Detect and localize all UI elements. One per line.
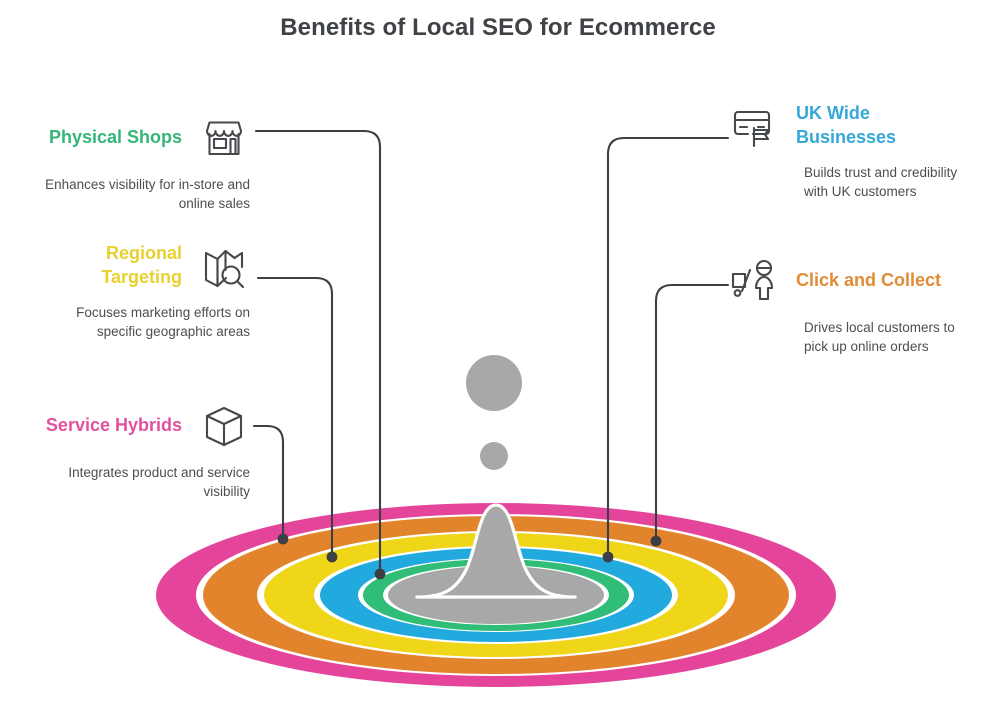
map-search-icon: [204, 249, 245, 289]
ring-center-gray: [388, 566, 604, 624]
small-orb: [480, 442, 508, 470]
card-flag-icon: [733, 110, 771, 148]
item-regional-targeting-title: Regional Targeting: [101, 243, 182, 287]
ring-yellow: [264, 533, 728, 657]
ring-pink-separator: [196, 514, 796, 676]
connector-dots-right: [602, 535, 662, 563]
item-click-and-collect[interactable]: Click and Collect Drives local customers…: [728, 255, 996, 357]
ring-pink: [156, 503, 836, 687]
item-regional-targeting-description: Focuses marketing efforts on specific ge…: [76, 305, 250, 339]
ring-stack: [156, 503, 836, 687]
funnel-peak: [415, 503, 577, 599]
connector-lines-right: [606, 136, 730, 555]
dot-service-hybrids: [277, 533, 289, 545]
connector-uk-wide-businesses: [606, 136, 730, 555]
item-click-and-collect-description: Drives local customers to pick up online…: [804, 320, 955, 354]
item-uk-wide-businesses-head: UK Wide Businesses: [728, 100, 996, 152]
item-click-and-collect-title: Click and Collect: [796, 270, 942, 291]
dot-physical-shops: [374, 568, 386, 580]
ring-blue-separator: [358, 558, 634, 632]
item-physical-shops-head: Physical Shops: [0, 112, 250, 164]
item-service-hybrids-description: Integrates product and service visibilit…: [68, 465, 250, 499]
ring-orange-separator: [257, 531, 735, 659]
connector-service-hybrids: [252, 424, 285, 537]
item-uk-wide-businesses-description: Builds trust and credibility with UK cus…: [804, 165, 958, 199]
cart-person-icon: [731, 259, 774, 301]
item-physical-shops-title: Physical Shops: [48, 127, 182, 148]
item-service-hybrids-title: Service Hybrids: [45, 415, 182, 436]
connector-physical-shops: [254, 129, 382, 572]
item-uk-wide-businesses[interactable]: UK Wide Businesses Builds trust and cred…: [728, 100, 996, 202]
item-uk-wide-businesses-title: UK Wide Businesses: [796, 103, 897, 147]
dot-click-and-collect: [650, 535, 662, 547]
ring-yellow-separator: [314, 546, 678, 644]
page-title: Benefits of Local SEO for Ecommerce: [280, 14, 716, 41]
dot-regional-targeting: [326, 551, 338, 563]
item-physical-shops[interactable]: Physical Shops Enhances visibility for i…: [0, 112, 250, 214]
item-service-hybrids-head: Service Hybrids: [0, 400, 250, 452]
ring-green: [363, 559, 629, 631]
item-physical-shops-description: Enhances visibility for in-store and onl…: [45, 177, 250, 211]
cube-box-icon: [205, 406, 243, 447]
item-click-and-collect-head: Click and Collect: [728, 255, 996, 307]
connector-regional-targeting: [256, 276, 334, 555]
item-regional-targeting[interactable]: Regional Targeting Focuses marketing eff…: [0, 240, 250, 342]
large-orb: [466, 355, 522, 411]
ring-green-separator: [383, 565, 609, 625]
connector-dots-left: [277, 533, 386, 580]
ring-orange: [203, 516, 789, 674]
connector-lines-left: [252, 129, 382, 572]
item-service-hybrids[interactable]: Service Hybrids Integrates product and s…: [0, 400, 250, 502]
storefront-icon: [205, 121, 243, 156]
connector-click-and-collect: [654, 283, 730, 539]
item-regional-targeting-head: Regional Targeting: [0, 240, 250, 292]
dot-uk-wide-businesses: [602, 551, 614, 563]
ring-blue: [320, 548, 672, 642]
